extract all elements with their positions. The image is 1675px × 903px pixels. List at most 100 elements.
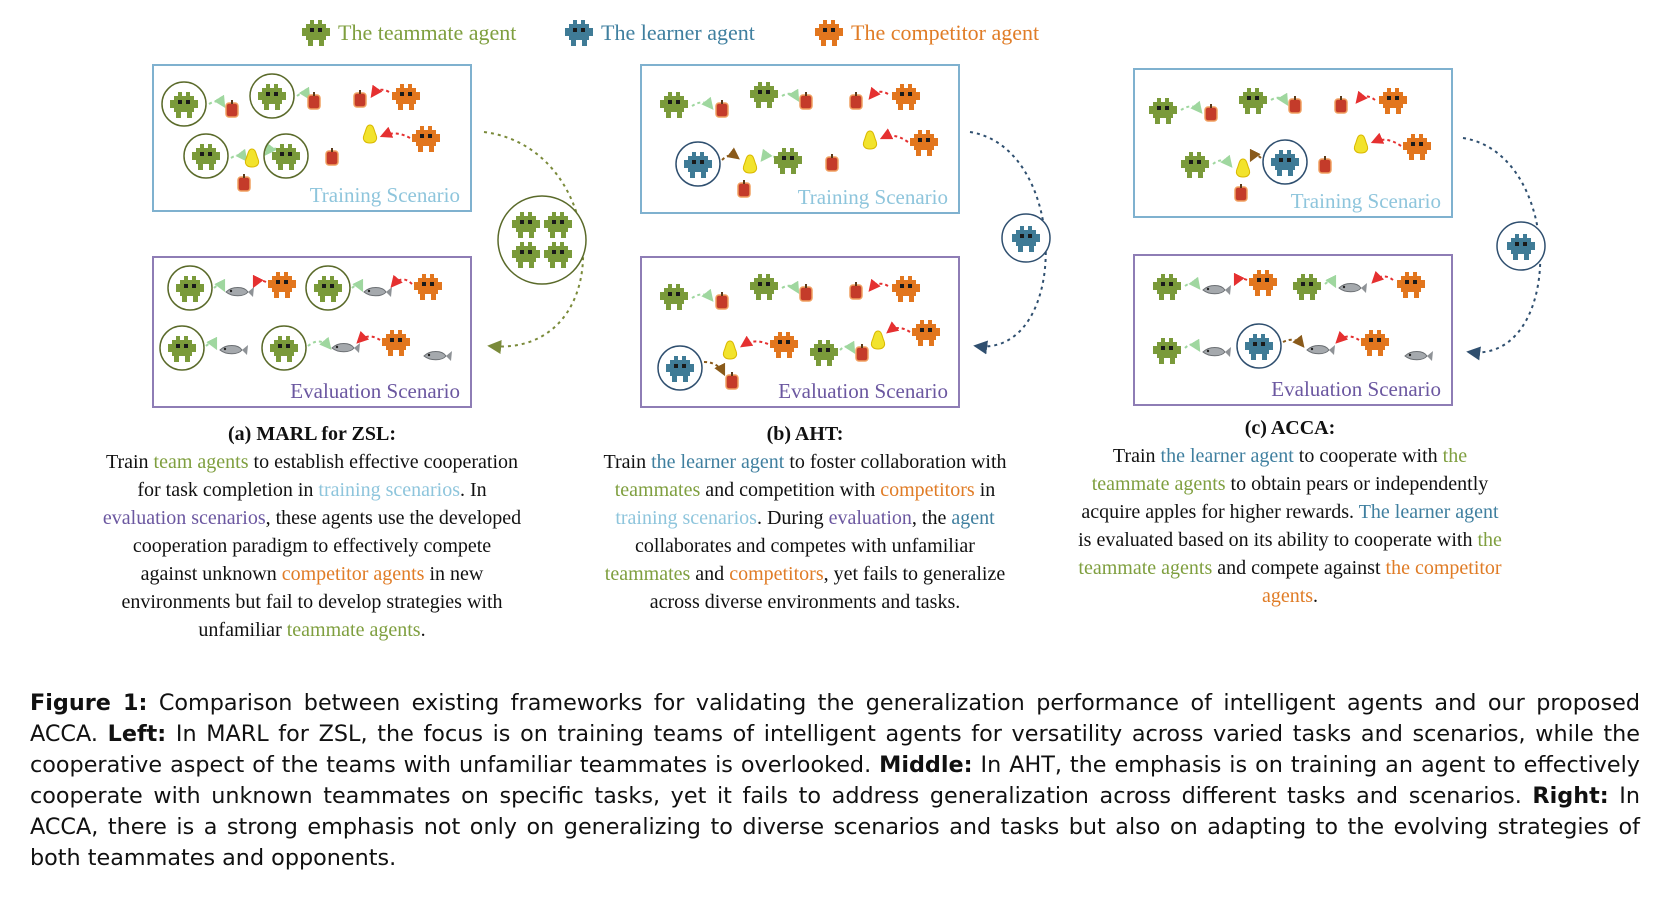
teammate-agent-icon [1181,152,1209,178]
highlighted-term: competitors [880,479,975,501]
apple-icon [849,91,863,110]
panel-a-evaluation-scene [159,265,453,371]
caption-text: to obtain pears or independently acquire… [1081,473,1489,523]
figure-caption-right-text: In ACCA, there is a strong emphasis not … [30,783,1640,871]
fish-icon [225,286,255,298]
competitor-agent-icon [892,276,920,302]
legend-competitor-label: The competitor agent [851,20,1040,45]
caption-text: . [1313,585,1319,607]
teammate-agent-icon [314,276,342,302]
highlighted-term: the teammate agents [1091,445,1468,495]
highlighted-term: teammates [604,563,691,585]
pear-icon [1353,134,1369,154]
highlighted-term: team agents [153,451,249,473]
highlighted-term: evaluation [828,507,912,529]
competitor-agent-icon [382,330,410,356]
fish-icon [1404,350,1434,362]
caption-text: to foster collaboration with [784,451,1007,473]
legend-teammate-label: The teammate agent [338,20,517,45]
teammate-agent-icon [660,92,688,118]
teammate-agent-icon [270,336,298,362]
teammate-agent-icon [1239,88,1267,114]
competitor-agent-icon [892,84,920,110]
teammate-agent-icon [176,276,204,302]
caption-text: . During [756,507,829,529]
highlighted-term: agent [951,507,995,529]
fish-icon [219,344,249,356]
teammate-agent-icon [1293,274,1321,300]
panel-a-transfer-arrow [483,131,587,354]
fish-icon [331,342,361,354]
learner-agent-icon [1271,150,1299,176]
panel-b-title: (b) AHT: [766,423,844,445]
panel-b-evaluation-scenario: Evaluation Scenario [640,256,960,408]
caption-text: Train [1112,445,1161,467]
highlighted-term: training scenarios [615,507,757,529]
highlighted-term: the learner agent [651,451,785,473]
apple-icon [715,291,729,310]
apple-icon [799,283,813,302]
figure-caption-intro: Comparison between existing frameworks f… [30,690,1640,747]
teammate-agent-icon [170,92,198,118]
highlighted-term: the competitor agents [1261,557,1502,607]
fish-icon [1338,282,1368,294]
panel-b-description: Train the learner agent to foster collab… [590,448,1020,616]
panel-b-training-label: Training Scenario [797,185,948,209]
caption-text: Train [105,451,154,473]
panel-a-evaluation-label: Evaluation Scenario [290,379,460,403]
panel-a-caption: (a) MARL for ZSL: Train team agents to e… [102,420,522,644]
caption-text: Train [603,451,652,473]
apple-icon [849,281,863,300]
fish-icon [1202,284,1232,296]
competitor-agent-icon [1379,88,1407,114]
panel-c-training-scene [1149,88,1431,202]
panel-a-training-label: Training Scenario [309,183,460,207]
apple-icon [225,99,239,118]
legend-competitor: The competitor agent [815,18,1039,48]
figure-caption-middle-text: In AHT, the emphasis is on training an a… [30,752,1640,809]
caption-text: . In [460,479,487,501]
figure-caption-middle-label: Middle: [879,752,973,778]
competitor-agent-icon [912,320,940,346]
teammate-agent-icon [302,20,330,46]
highlighted-term: training scenarios [318,479,461,501]
learner-agent-icon [666,356,694,382]
apple-icon [799,91,813,110]
apple-icon [715,99,729,118]
apple-icon [725,371,739,390]
pear-icon [244,148,260,168]
pear-icon [870,330,886,350]
competitor-agent-icon [815,20,843,46]
apple-icon [1318,155,1332,174]
teammate-agent-icon [1153,274,1181,300]
panel-a-training-scene [161,73,440,192]
pear-icon [722,340,738,360]
legend-learner-label: The learner agent [601,20,755,45]
caption-text: , yet fails to generalize across diverse… [649,563,1006,613]
teammate-agent-icon [750,82,778,108]
competitor-agent-icon [392,84,420,110]
teammate-agent-icon [660,284,688,310]
panel-c-training-label: Training Scenario [1290,189,1441,213]
teammate-agent-icon [810,340,838,366]
panel-a-description: Train team agents to establish effective… [102,448,522,644]
apple-icon [1234,183,1248,202]
competitor-agent-icon [414,274,442,300]
caption-text: to establish effective cooperation for t… [137,451,519,501]
apple-icon [237,173,251,192]
figure-caption-right-label: Right: [1532,783,1609,809]
apple-icon [1204,103,1218,122]
pear-icon [362,124,378,144]
caption-text: and [690,563,730,585]
competitor-agent-icon [910,130,938,156]
caption-text: in [974,479,996,501]
panel-b-evaluation-label: Evaluation Scenario [778,379,948,403]
caption-text: collaborates and competes with unfamilia… [635,535,975,557]
teammate-agent-icon [168,336,196,362]
panel-b-caption: (b) AHT: Train the learner agent to fost… [590,420,1020,616]
competitor-agent-icon [1403,134,1431,160]
fish-icon [1306,344,1336,356]
pear-icon [862,130,878,150]
apple-icon [737,179,751,198]
learner-agent-icon [1245,334,1273,360]
